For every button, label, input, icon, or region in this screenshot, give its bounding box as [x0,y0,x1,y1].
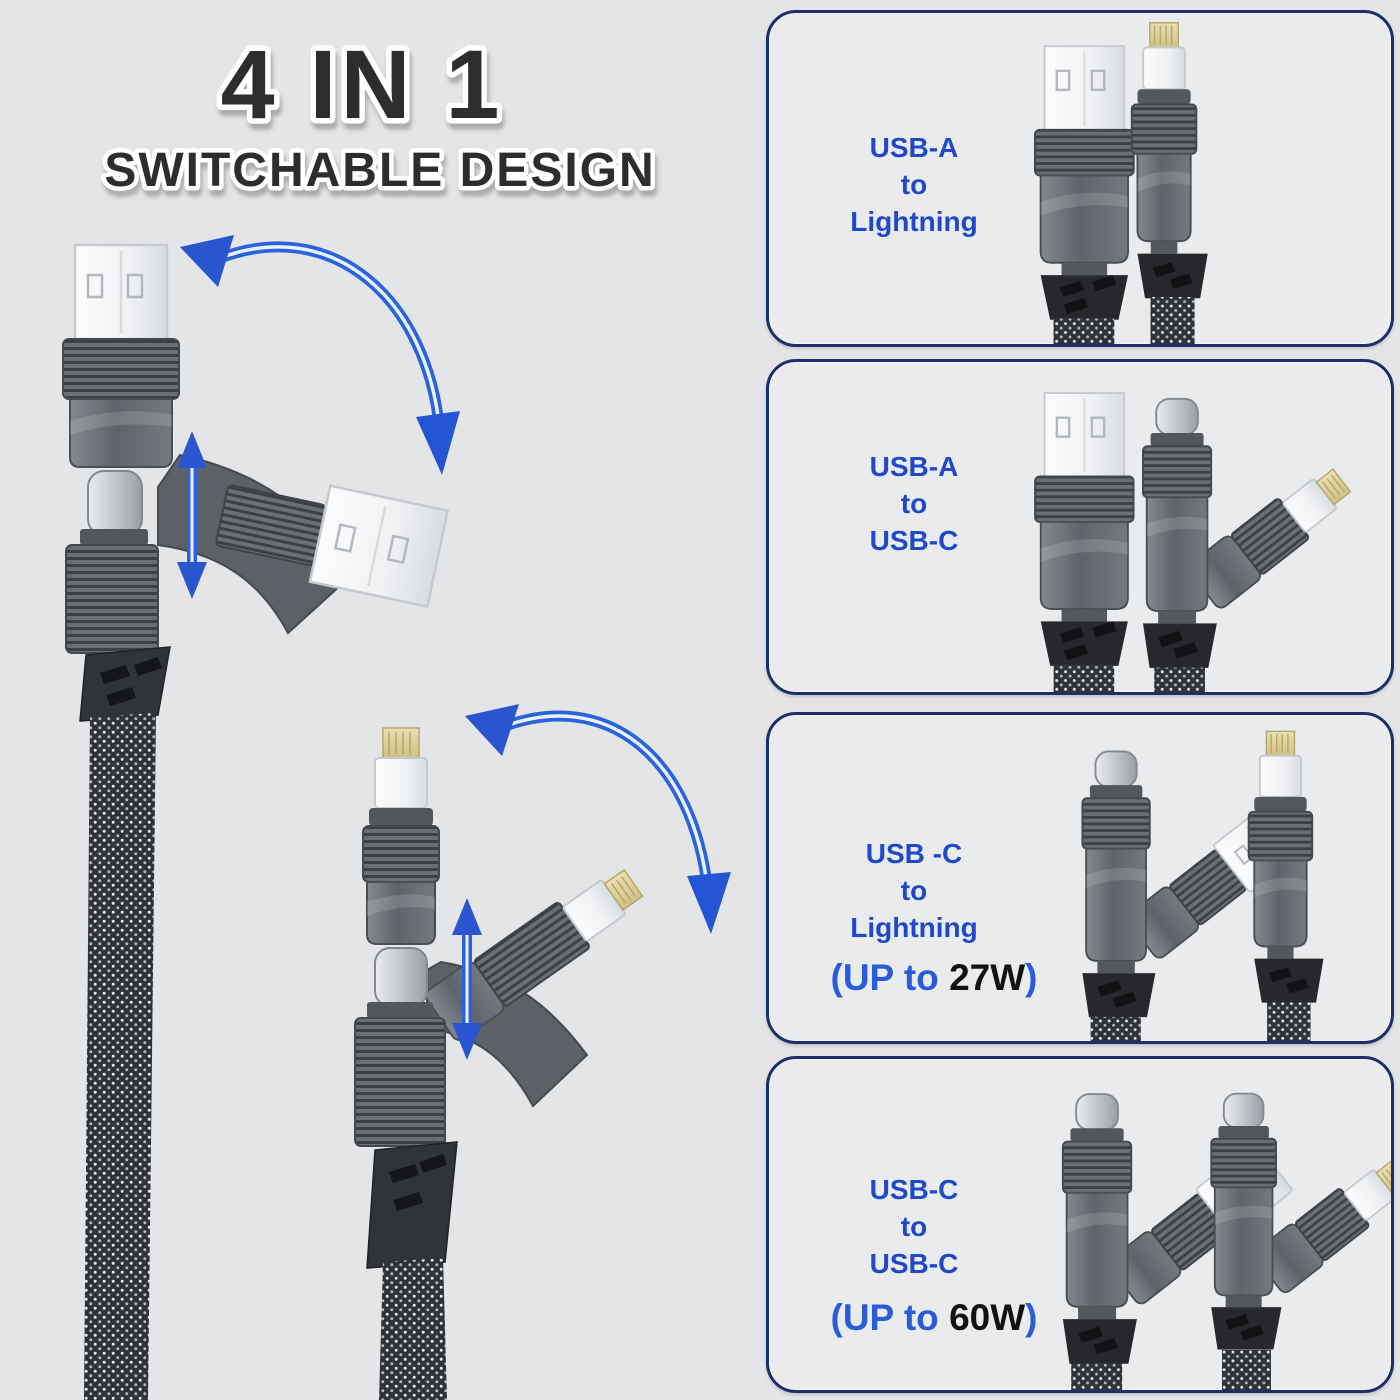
power-prefix: (UP to [830,957,950,998]
usb-a-to-usb-c-illustration [1033,391,1360,692]
braided-cable [379,1258,447,1400]
power-value: 60W [949,1297,1026,1338]
label-line: to [900,169,928,200]
lightning-plug [1130,21,1209,344]
usb-a-switch-illustration [62,235,460,1400]
power-rating: (UP to 60W) [769,1297,1099,1339]
panel-usba-to-usbc: USB-A to USB-C [766,359,1394,695]
title-line-2: SWITCHABLE DESIGN [104,144,655,197]
usb-a-over-usb-c-plug [62,243,180,1400]
lightning-over-usb-c-plug [354,727,458,1400]
usb-a-plug [1033,391,1135,692]
panel-usbc-to-usbc: USB-C to USB-C (UP to 60W) [766,1056,1394,1393]
power-suffix: ) [1025,1297,1038,1338]
panel-label: USB -C to Lightning [784,835,1044,946]
panel-label: USB-C to USB-C [784,1171,1044,1282]
power-suffix: ) [1025,957,1038,998]
folded-usb-a-plug [215,484,450,609]
label-line: USB-C [869,1248,959,1279]
label-line: to [900,488,928,519]
usb-c-to-lightning-illustration [1081,730,1325,1041]
rotate-arrow-icon [180,235,460,475]
label-line: to [900,875,928,906]
title-line-1: 4 IN 1 [221,30,504,139]
panel-usbc-to-lightning: USB -C to Lightning (UP to 27W) [766,712,1394,1044]
slide-arrow-icon [177,431,207,599]
usb-a-to-lightning-illustration [1033,21,1209,344]
power-prefix: (UP to [830,1297,950,1338]
usb-c-to-usb-c-illustration [1061,1092,1391,1390]
label-line: USB-C [869,1174,959,1205]
page-title: 4 IN 1 SWITCHABLE DESIGN [100,25,658,202]
label-line: USB -C [865,838,963,869]
usb-c-plug-with-folded-usb-a [1061,1093,1294,1390]
panel-usba-to-lightning: USB-A to Lightning [766,10,1394,347]
power-rating: (UP to 27W) [769,957,1099,999]
panel-label: USB-A to Lightning [784,129,1044,240]
usb-a-plug [1033,44,1135,344]
label-line: Lightning [850,206,978,237]
label-line: USB-A [869,451,959,482]
braided-cable [84,713,156,1400]
label-line: USB-A [869,132,959,163]
usb-c-plug-with-folded-lightning [1210,1092,1391,1390]
fold-bracket [157,453,354,635]
usb-c-plug-with-folded-usb-a [1081,750,1310,1041]
usb-c-plug-with-folded-lightning [1142,397,1360,692]
rotate-arrow-icon [465,704,731,934]
power-value: 27W [949,957,1026,998]
label-line: to [900,1211,928,1242]
folded-lightning-plug [425,868,644,1041]
slide-arrow-icon [452,898,482,1060]
label-line: USB-C [869,525,959,556]
lightning-switch-illustration [354,704,731,1400]
fold-bracket [426,960,589,1108]
panel-label: USB-A to USB-C [784,448,1044,559]
label-line: Lightning [850,912,978,943]
lightning-plug [1247,730,1325,1041]
